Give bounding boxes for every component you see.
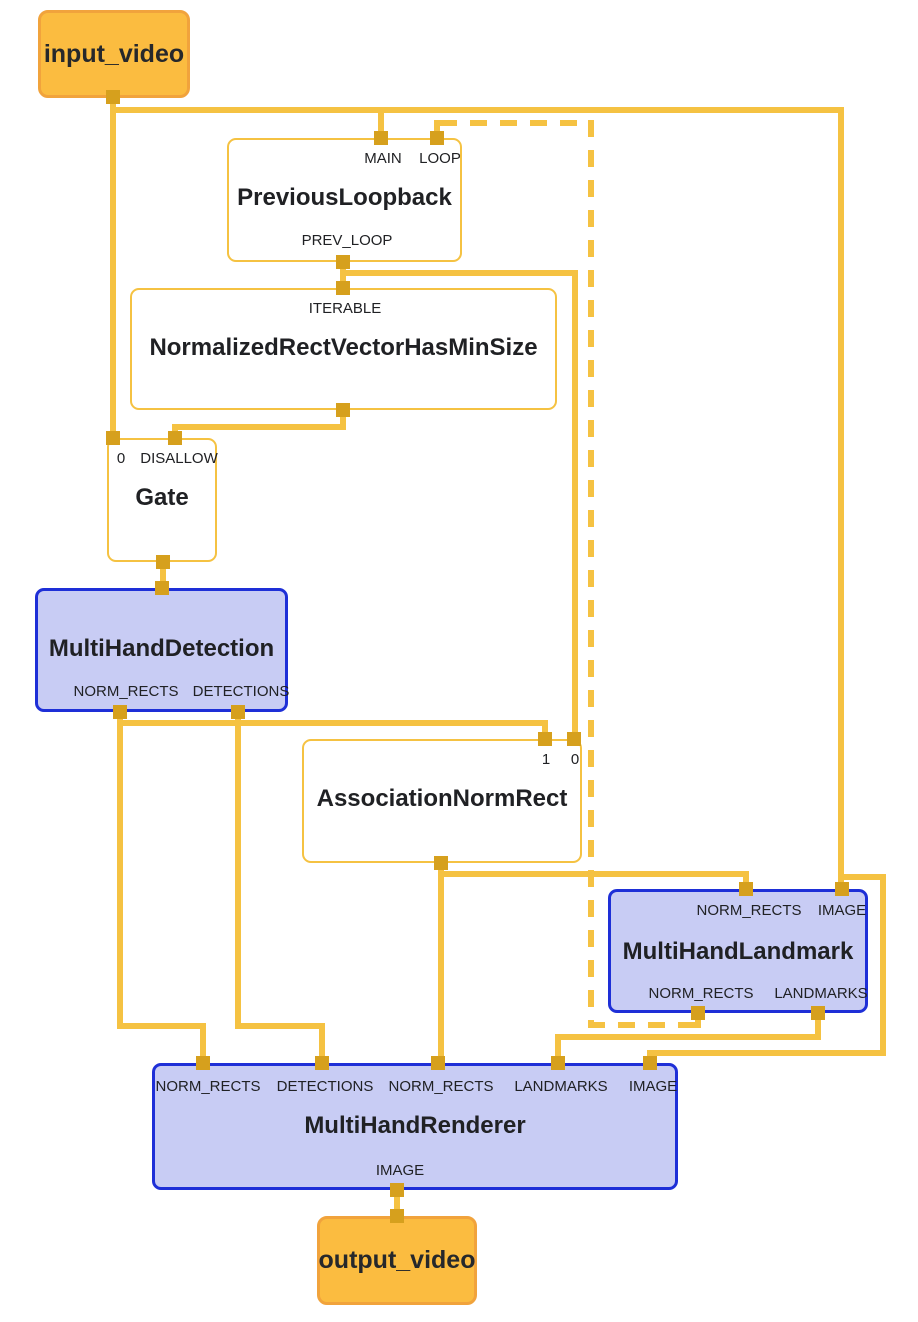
edge-image-branch-h bbox=[841, 874, 886, 880]
port-minsize-iterable bbox=[336, 281, 350, 295]
port-label-landmark-landmarks-out: LANDMARKS bbox=[774, 985, 868, 1002]
output-video-label: output_video bbox=[318, 1246, 476, 1274]
edge-input-to-gate bbox=[110, 97, 116, 438]
edge-renderer-to-output bbox=[394, 1190, 400, 1216]
edge-image-vertical bbox=[838, 107, 844, 889]
node-multi-hand-landmark[interactable]: NORM_RECTS IMAGE MultiHandLandmark NORM_… bbox=[608, 889, 868, 1013]
port-label-renderer-norm-rects-2: NORM_RECTS bbox=[388, 1078, 494, 1095]
port-input-video-out bbox=[106, 90, 120, 104]
node-title: AssociationNormRect bbox=[316, 785, 568, 812]
port-landmark-image-in bbox=[835, 882, 849, 896]
port-label-loop: LOOP bbox=[419, 150, 461, 167]
port-label-disallow: DISALLOW bbox=[140, 450, 218, 467]
edge-detections-down-v bbox=[235, 712, 241, 1029]
port-assoc-1 bbox=[538, 732, 552, 746]
node-multi-hand-renderer[interactable]: NORM_RECTS DETECTIONS NORM_RECTS LANDMAR… bbox=[152, 1063, 678, 1190]
port-label-gate-0: 0 bbox=[116, 450, 126, 467]
node-title: MultiHandDetection bbox=[48, 635, 275, 662]
edge-normrects-to-assoc-v bbox=[542, 720, 548, 739]
port-label-assoc-0: 0 bbox=[570, 751, 580, 768]
port-renderer-landmarks bbox=[551, 1056, 565, 1070]
port-detection-norm-rects bbox=[113, 705, 127, 719]
node-output-video[interactable]: output_video bbox=[317, 1216, 477, 1305]
port-output-video-in bbox=[390, 1209, 404, 1223]
port-renderer-norm-rects-1 bbox=[196, 1056, 210, 1070]
port-loopback-prev-loop bbox=[336, 255, 350, 269]
edge-detections-renderer-v bbox=[319, 1023, 325, 1063]
port-assoc-0 bbox=[567, 732, 581, 746]
port-label-landmark-norm-rects-out: NORM_RECTS bbox=[648, 985, 754, 1002]
backedge-top-h bbox=[440, 120, 594, 126]
port-gate-disallow bbox=[168, 431, 182, 445]
port-detection-in bbox=[155, 581, 169, 595]
node-title: MultiHandLandmark bbox=[622, 938, 854, 965]
port-detection-detections bbox=[231, 705, 245, 719]
edge-prevloop-to-assoc-v bbox=[572, 270, 578, 739]
edge-landmark-normrects-stub bbox=[695, 1013, 701, 1028]
port-loopback-main bbox=[374, 131, 388, 145]
port-renderer-image-in bbox=[643, 1056, 657, 1070]
edge-minsize-out-v bbox=[340, 410, 346, 427]
port-label-main: MAIN bbox=[364, 150, 402, 167]
node-gate[interactable]: 0 DISALLOW Gate bbox=[107, 438, 218, 562]
port-label-assoc-1: 1 bbox=[541, 751, 551, 768]
edge-normrects-renderer-v bbox=[200, 1023, 206, 1063]
port-label-landmark-norm-rects-in: NORM_RECTS bbox=[696, 902, 802, 919]
port-label-prev-loop: PREV_LOOP bbox=[301, 232, 393, 249]
port-loopback-loop bbox=[430, 131, 444, 145]
edge-minsize-to-gate-h bbox=[172, 424, 346, 430]
edge-normrects-down-v bbox=[117, 712, 123, 1029]
edge-main-horizontal bbox=[110, 107, 844, 113]
port-landmark-norm-rects-out bbox=[691, 1006, 705, 1020]
port-assoc-out bbox=[434, 856, 448, 870]
backedge-bottom-h bbox=[588, 1022, 701, 1028]
port-label-detections-out: DETECTIONS bbox=[192, 683, 290, 700]
port-gate-0 bbox=[106, 431, 120, 445]
edge-landmarks-renderer-v bbox=[555, 1034, 561, 1063]
port-renderer-image-out bbox=[390, 1183, 404, 1197]
edge-image-right-vertical bbox=[880, 874, 886, 1056]
node-title: NormalizedRectVectorHasMinSize bbox=[149, 334, 538, 361]
port-label-renderer-norm-rects-1: NORM_RECTS bbox=[155, 1078, 261, 1095]
node-association-norm-rect[interactable]: 1 0 AssociationNormRect bbox=[302, 739, 582, 863]
node-input-video[interactable]: input_video bbox=[38, 10, 190, 98]
edge-normrects-branch-h bbox=[117, 720, 548, 726]
edge-detections-renderer-h bbox=[235, 1023, 325, 1029]
port-renderer-norm-rects-2 bbox=[431, 1056, 445, 1070]
port-renderer-detections bbox=[315, 1056, 329, 1070]
edge-drop-to-main bbox=[378, 113, 384, 138]
node-title: MultiHandRenderer bbox=[304, 1112, 526, 1139]
port-minsize-out bbox=[336, 403, 350, 417]
port-label-renderer-image-out: IMAGE bbox=[375, 1162, 425, 1179]
port-label-iterable: ITERABLE bbox=[308, 300, 382, 317]
edge-prevloop-branch-h bbox=[343, 270, 578, 276]
port-landmark-landmarks-out bbox=[811, 1006, 825, 1020]
node-multi-hand-detection[interactable]: MultiHandDetection NORM_RECTS DETECTIONS bbox=[35, 588, 290, 712]
node-normalized-rect-vector-has-min-size[interactable]: ITERABLE NormalizedRectVectorHasMinSize bbox=[130, 288, 557, 410]
edge-gate-to-detection bbox=[160, 562, 166, 588]
port-label-renderer-detections: DETECTIONS bbox=[276, 1078, 374, 1095]
port-label-renderer-landmarks: LANDMARKS bbox=[514, 1078, 608, 1095]
port-label-renderer-image-in: IMAGE bbox=[628, 1078, 678, 1095]
input-video-label: input_video bbox=[43, 39, 185, 68]
port-gate-out bbox=[156, 555, 170, 569]
edge-assoc-out-down bbox=[438, 863, 444, 1063]
edge-loop-stub bbox=[434, 120, 440, 138]
edge-assoc-to-landmark-v bbox=[743, 871, 749, 889]
node-previous-loopback[interactable]: MAIN LOOP PreviousLoopback PREV_LOOP bbox=[227, 138, 462, 262]
edge-landmarks-h bbox=[555, 1034, 821, 1040]
port-label-norm-rects-out: NORM_RECTS bbox=[73, 683, 179, 700]
edge-landmarks-out-v bbox=[815, 1013, 821, 1037]
port-landmark-norm-rects-in bbox=[739, 882, 753, 896]
backedge-right-v bbox=[588, 120, 594, 1028]
edge-image-to-renderer-h bbox=[647, 1050, 886, 1056]
node-title: PreviousLoopback bbox=[237, 184, 452, 211]
port-label-landmark-image-in: IMAGE bbox=[817, 902, 867, 919]
edge-normrects-renderer-h bbox=[117, 1023, 206, 1029]
node-title: Gate bbox=[135, 484, 189, 511]
